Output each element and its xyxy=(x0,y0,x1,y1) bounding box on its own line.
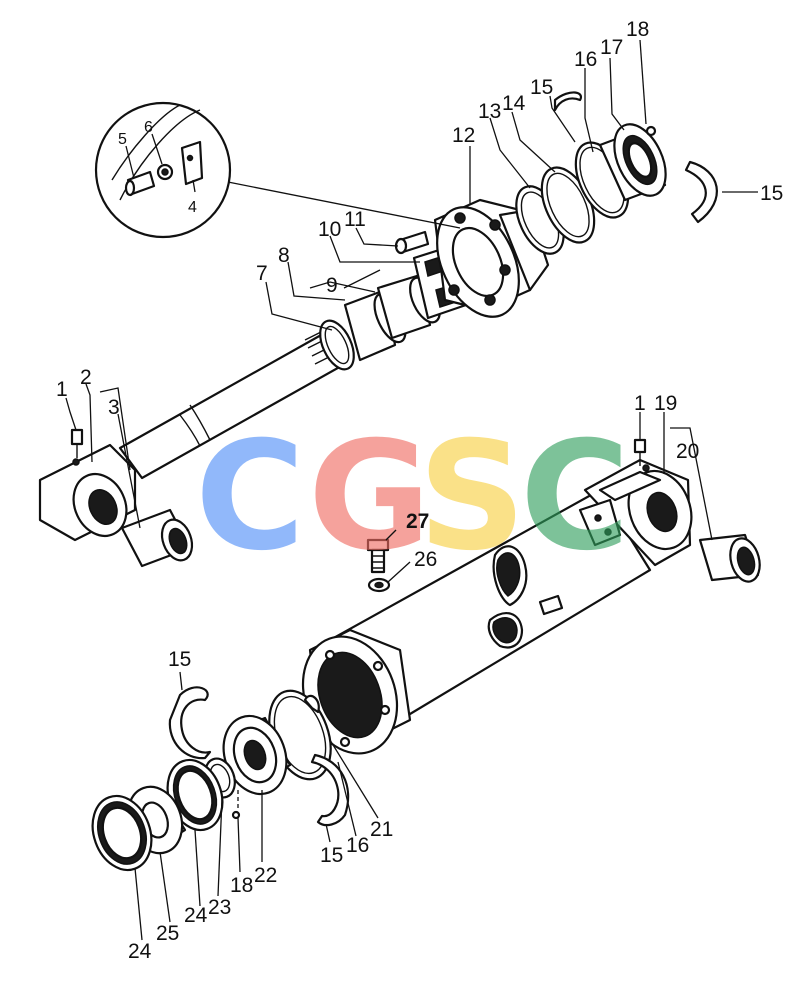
callout-19: 19 xyxy=(654,392,677,415)
callout-8: 8 xyxy=(278,244,290,267)
grease-fitting xyxy=(70,428,84,458)
watermark-letter: C xyxy=(520,410,630,584)
rod-gland xyxy=(598,123,667,202)
callout-15-upper: 15 xyxy=(530,76,553,99)
bolt xyxy=(366,538,390,574)
watermark-letter: G xyxy=(308,410,431,584)
callout-3: 3 xyxy=(108,396,120,419)
callout-2: 2 xyxy=(80,366,92,389)
leader-lines xyxy=(65,39,758,941)
callout-16-upper: 16 xyxy=(574,48,597,71)
callout-26: 26 xyxy=(414,548,437,571)
callout-16-lower: 16 xyxy=(346,834,369,857)
callout-7: 7 xyxy=(256,262,268,285)
head-gland xyxy=(222,714,292,796)
callout-18-upper: 18 xyxy=(626,18,649,41)
callout-10: 10 xyxy=(318,218,341,241)
snap-ring xyxy=(553,91,718,224)
callout-15-lower: 15 xyxy=(320,844,343,867)
callout-18-lower: 18 xyxy=(230,874,253,897)
callout-labels: 1 2 3 4 5 6 7 8 9 10 11 12 13 14 15 16 1… xyxy=(56,18,783,963)
callout-11: 11 xyxy=(344,208,366,231)
callout-15-lower-left: 15 xyxy=(168,648,191,671)
callout-20: 20 xyxy=(676,440,699,463)
watermark: C G S C xyxy=(195,410,630,584)
callout-24-inner: 24 xyxy=(184,904,208,927)
piston-rod-assembly xyxy=(38,91,718,568)
rod-eye xyxy=(38,443,137,542)
callout-24-outer: 24 xyxy=(128,940,152,963)
callout-27: 27 xyxy=(406,510,429,533)
rod-eye-bushing xyxy=(120,508,194,568)
detail-inset xyxy=(94,101,461,239)
callout-4: 4 xyxy=(188,199,197,216)
callout-25: 25 xyxy=(156,922,179,945)
callout-14: 14 xyxy=(502,92,526,115)
washer xyxy=(367,577,391,593)
wiper-seals xyxy=(91,758,224,872)
callout-21: 21 xyxy=(370,818,393,841)
callout-23: 23 xyxy=(208,896,231,919)
callout-13: 13 xyxy=(478,100,501,123)
watermark-letter: C xyxy=(195,410,305,584)
callout-12: 12 xyxy=(452,124,475,147)
base-bushing xyxy=(698,533,761,583)
snap-ring xyxy=(168,686,350,827)
callout-6: 6 xyxy=(144,119,153,136)
callout-17: 17 xyxy=(600,36,623,59)
callout-1-barrel: 1 xyxy=(634,392,646,415)
callout-5: 5 xyxy=(118,131,127,148)
callout-22: 22 xyxy=(254,864,277,887)
callout-1-rod: 1 xyxy=(56,378,68,401)
cylinder-base xyxy=(578,458,693,567)
callout-15-right: 15 xyxy=(760,182,783,205)
cap-screw xyxy=(394,230,430,255)
cylinder-barrel-assembly xyxy=(91,438,761,872)
callout-9: 9 xyxy=(326,274,338,297)
cylinder-head-flange xyxy=(301,628,412,755)
grease-fitting xyxy=(633,438,647,466)
watermark-letter: S xyxy=(418,410,526,584)
